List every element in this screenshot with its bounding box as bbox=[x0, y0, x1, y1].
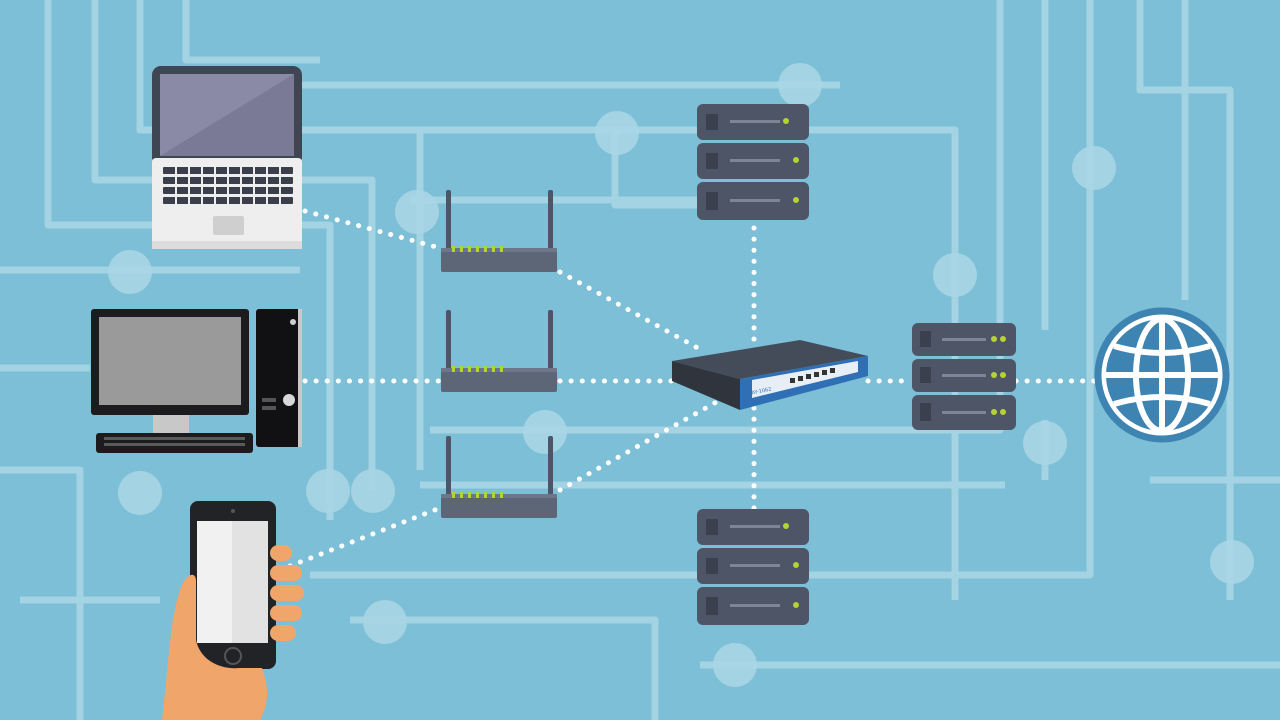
desktop-computer-icon bbox=[91, 309, 302, 453]
network-switch-icon: DRAY-1062 bbox=[672, 340, 868, 410]
laptop-icon bbox=[152, 66, 302, 249]
wireless-router-icon bbox=[441, 190, 557, 272]
server-rack-icon bbox=[697, 509, 809, 625]
server-rack-icon bbox=[697, 104, 809, 220]
smartphone-in-hand-icon bbox=[162, 501, 304, 720]
wireless-router-icon bbox=[441, 436, 557, 518]
globe-icon bbox=[1094, 307, 1230, 443]
circuit-nodes bbox=[108, 63, 1254, 687]
connection-links bbox=[287, 208, 1098, 569]
server-rack-icon bbox=[912, 323, 1016, 430]
wireless-router-icon bbox=[441, 310, 557, 392]
switch-label: DRAY-1062 bbox=[744, 386, 772, 398]
